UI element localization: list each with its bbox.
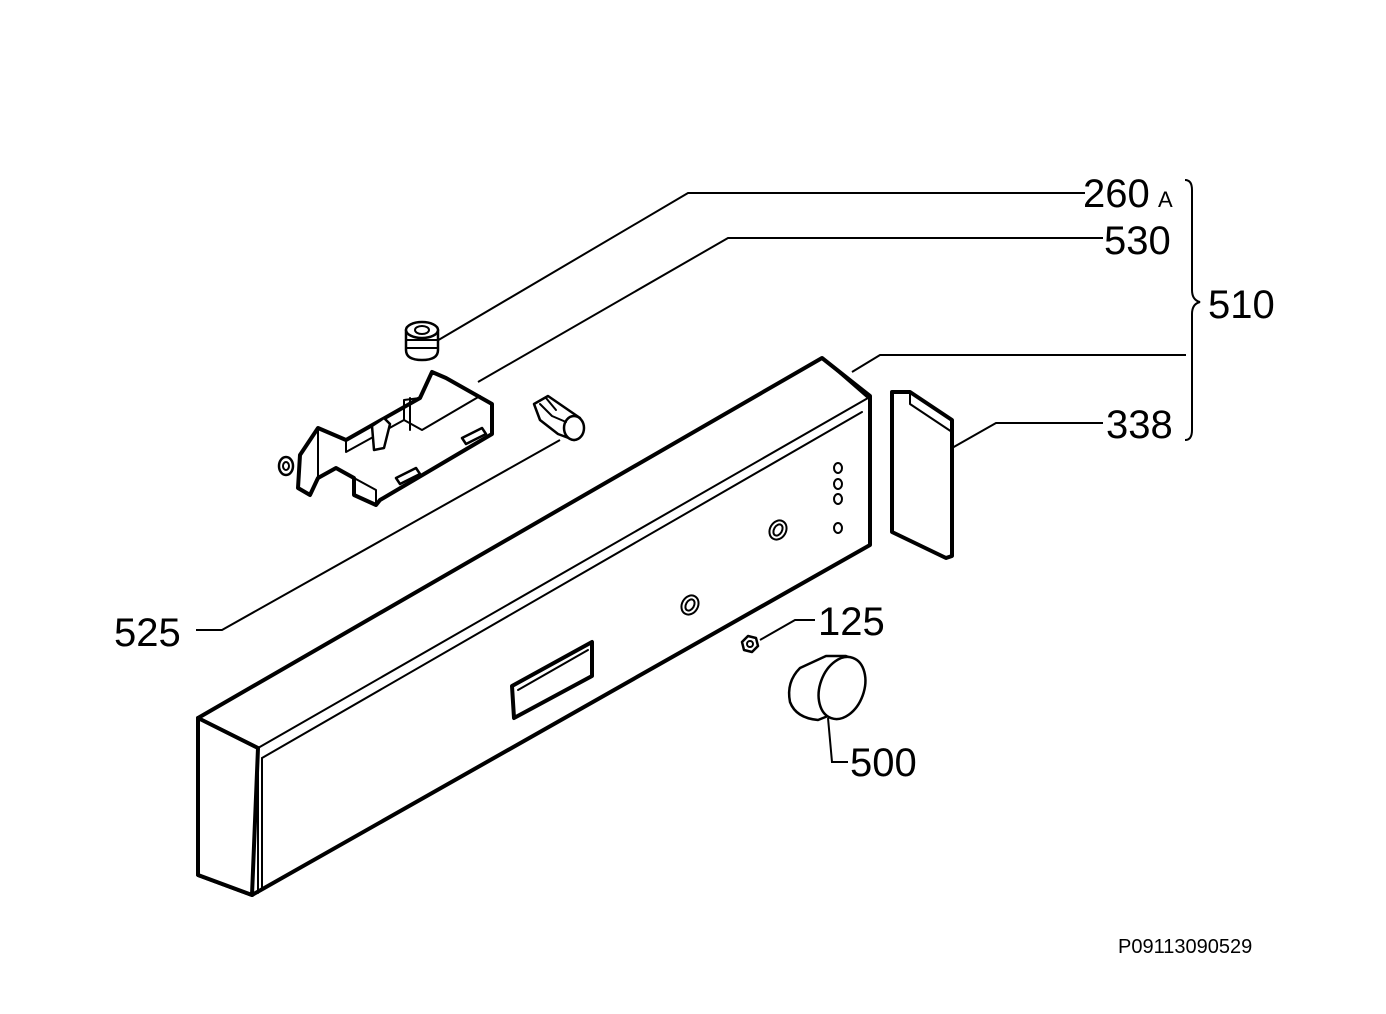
leader-125 [759,619,815,641]
label-260: 260 [1083,172,1150,216]
light-guide-525 [532,394,586,442]
part-labels: 260 A 530 510 338 525 125 500 [114,172,1275,785]
bracket-530 [277,370,494,507]
leader-510-panel [851,354,1186,373]
drawing-code: P09113090529 [1118,936,1252,958]
spacer-260a [404,320,440,362]
control-panel [196,356,872,897]
label-260-suffix: A [1158,187,1173,212]
label-510: 510 [1208,283,1275,327]
assembly-brace [1184,179,1201,441]
label-338: 338 [1106,403,1173,447]
leader-338 [951,422,1103,449]
knob-500 [787,654,867,722]
label-530: 530 [1104,219,1171,263]
leader-525 [196,439,561,631]
label-500: 500 [850,741,917,785]
label-525: 525 [114,611,181,655]
indicator-lights [833,462,843,534]
leader-530 [477,237,1103,383]
label-125: 125 [818,600,885,644]
leader-lines [196,192,1186,763]
end-cap-338 [890,390,954,560]
switch-hole [768,519,788,541]
display-window [510,640,594,720]
leader-500 [827,717,848,763]
nut-125 [740,634,760,654]
knob-hole [680,594,700,616]
leader-260a [429,192,1085,346]
